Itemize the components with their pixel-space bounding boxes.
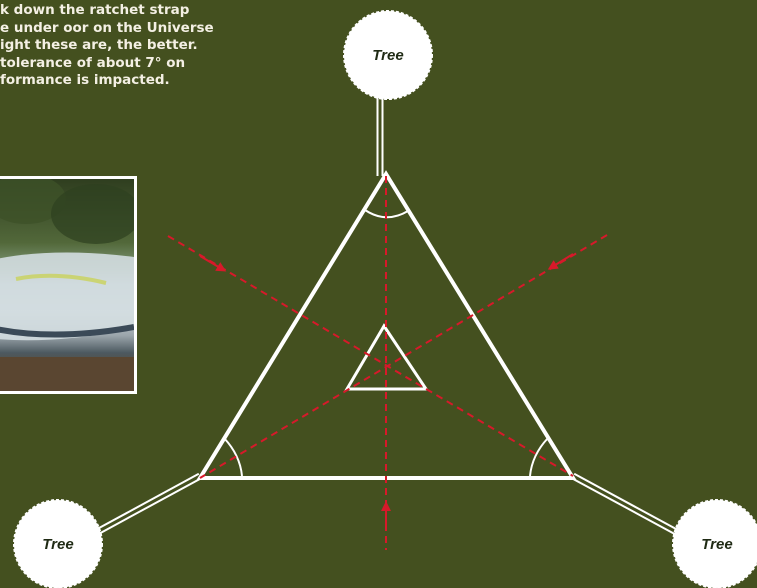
tree-bottom-left: Tree — [14, 500, 102, 588]
tree-top-label: Tree — [372, 47, 403, 64]
force-arrow-left — [200, 256, 222, 269]
force-line-left — [168, 236, 573, 476]
force-arrow-right — [552, 254, 573, 267]
angle-arc-right — [530, 438, 548, 476]
tree-bottom-right: Tree — [673, 500, 757, 588]
tree-bottom-right-label: Tree — [701, 536, 732, 553]
tree-bottom-left-label: Tree — [42, 536, 73, 553]
tree-top: Tree — [344, 11, 432, 99]
strap-bottom-left — [97, 476, 200, 532]
strap-bottom-right — [573, 476, 680, 534]
angle-arc-left — [224, 438, 242, 476]
